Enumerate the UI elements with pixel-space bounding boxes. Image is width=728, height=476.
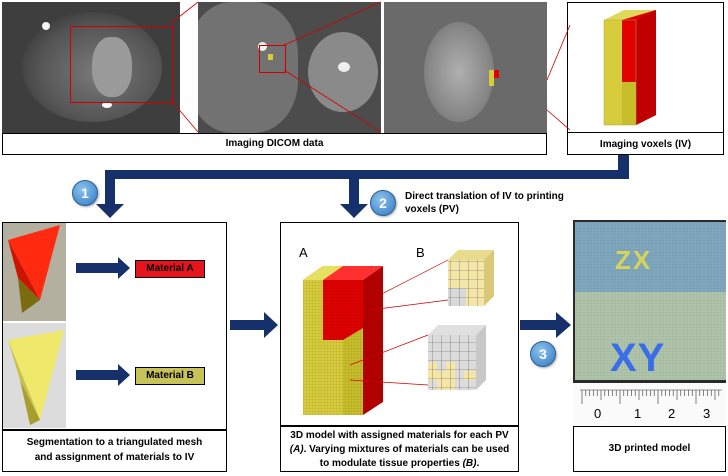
model-caption-a: (A) <box>289 444 304 455</box>
model-label-b: B <box>416 245 425 260</box>
printed-cube <box>575 222 726 380</box>
voxel-cube-b2 <box>428 325 486 390</box>
model-caption-prefix: 3D model with assigned materials for eac… <box>290 430 509 441</box>
printed-caption: 3D printed model <box>608 443 691 454</box>
model-label-a: A <box>299 245 308 260</box>
voxels-divider <box>567 132 724 133</box>
dicom-panel-1 <box>2 2 180 133</box>
pyramid-b <box>8 330 64 425</box>
flow-arrows <box>76 155 629 386</box>
model-caption-mid: . Varying mixtures of materials can be u… <box>303 444 510 469</box>
roi-box <box>259 45 286 73</box>
dicom-caption-box: Imaging DICOM data <box>2 133 547 155</box>
model-caption: 3D model with assigned materials for eac… <box>281 429 518 471</box>
dicom-panel-2 <box>198 2 381 133</box>
model-caption-end: . <box>476 458 480 469</box>
ruler-label-2: 2 <box>668 406 676 421</box>
pyramid-a <box>8 225 60 313</box>
step-1-badge: 1 <box>72 180 98 206</box>
voxels-caption: Imaging voxels (IV) <box>599 139 692 150</box>
dicom-caption: Imaging DICOM data <box>225 138 324 149</box>
step2-label: Direct translation of IV to printing vox… <box>405 191 564 215</box>
face-label-xy: XY <box>610 336 666 380</box>
dicom-panel-3 <box>384 2 547 133</box>
model-caption-box: 3D model with assigned materials for eac… <box>280 426 519 472</box>
material-b-label: Material B <box>135 367 205 385</box>
roi-box <box>70 26 174 103</box>
segmentation-caption-box: Segmentation to a triangulated mesh and … <box>2 430 227 472</box>
printed-caption-box: 3D printed model <box>573 426 726 472</box>
face-label-zx: ZX <box>615 245 653 275</box>
step-2-badge: 2 <box>370 190 396 216</box>
material-a-label: Material A <box>135 260 205 278</box>
ruler-label-3: 3 <box>703 406 711 421</box>
model-caption-b: (B) <box>462 458 477 469</box>
segmentation-caption: Segmentation to a triangulated mesh and … <box>26 437 203 463</box>
ruler-label-1: 1 <box>634 406 642 421</box>
step-3-badge: 3 <box>530 341 556 367</box>
iv-cube <box>603 10 656 126</box>
ruler-label-0: 0 <box>594 406 602 421</box>
voxel-cube-b1 <box>448 250 494 306</box>
